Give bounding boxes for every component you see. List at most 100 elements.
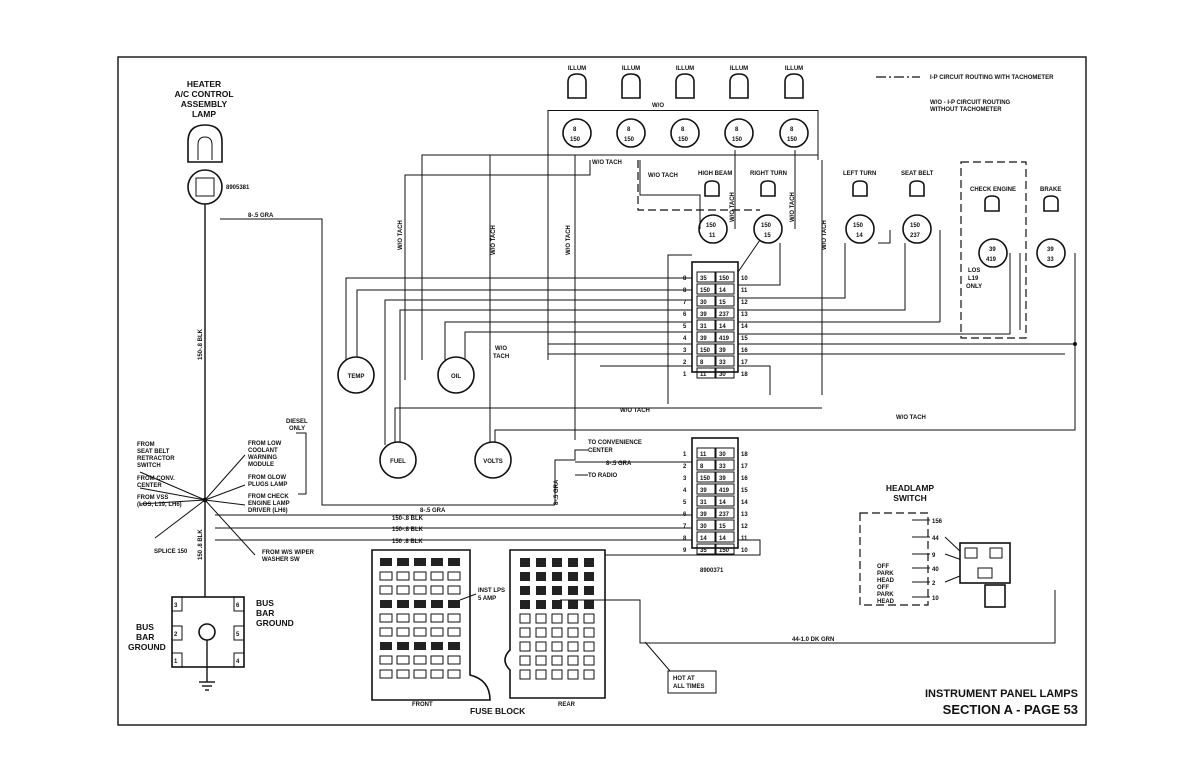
heater-title-2: A/C CONTROL <box>174 89 233 99</box>
rear-fuse <box>552 572 562 581</box>
right-turn-socket-icon <box>753 214 783 244</box>
ground-source-labels: FROM SEAT BELT RETRACTOR SWITCH FROM CON… <box>137 419 315 563</box>
wo-tach-mid-1: W/O <box>495 346 507 352</box>
fuel-label: FUEL <box>390 459 406 465</box>
rear-label: REAR <box>558 702 576 708</box>
low-connector-pin-right: 14 <box>741 500 748 506</box>
seat-belt-label: SEAT BELT <box>901 171 934 177</box>
bus-bar-right-2: BAR <box>256 608 274 618</box>
rear-fuse <box>520 572 530 581</box>
front-fuse <box>431 558 443 566</box>
low-connector-pin-right: 18 <box>741 452 748 458</box>
illum-socket-icon-3 <box>670 118 700 148</box>
svg-text:150: 150 <box>853 223 864 229</box>
rear-fuse <box>567 627 579 638</box>
svg-text:8: 8 <box>681 127 685 133</box>
low-connector-pin-left: 1 <box>683 452 687 458</box>
rear-fuse <box>567 641 579 652</box>
headlamp-switch-box <box>859 512 929 606</box>
front-fuse <box>397 642 409 650</box>
low-connector-cell-a: 35 <box>700 548 707 554</box>
top-connector-pin-right: 18 <box>741 372 748 378</box>
front-fuse <box>380 558 392 566</box>
svg-text:39: 39 <box>1047 247 1054 253</box>
top-connector-cell-b: 150 <box>719 276 730 282</box>
front-fuse <box>430 655 444 665</box>
illum-bulb-icon-1 <box>567 73 587 99</box>
top-connector-pin-left: 1 <box>683 372 687 378</box>
ground-wire-label: 150-.8 BLK <box>198 328 204 360</box>
top-connector-cell-a: 39 <box>700 312 707 318</box>
low-connector-cell-b: 14 <box>719 536 726 542</box>
right-turn-label: RIGHT TURN <box>750 171 787 177</box>
rear-fuse <box>583 669 595 680</box>
illum-socket-icon-5 <box>779 118 809 148</box>
illum-bulb-icon-2 <box>621 73 641 99</box>
headlamp-title-1: HEADLAMP <box>886 483 934 493</box>
front-fuse <box>430 613 444 623</box>
top-connector-pin-left: 3 <box>683 348 687 354</box>
front-fuse <box>379 571 393 581</box>
seat-belt-bulb-icon <box>909 180 925 197</box>
rear-fuse <box>583 641 595 652</box>
rear-fuse <box>535 655 547 666</box>
rear-fuse <box>568 600 578 609</box>
top-connector-cell-a: 11 <box>700 372 707 378</box>
wo-tach-label-v3: W/O TACH <box>822 220 828 250</box>
section-page: SECTION A - PAGE 53 <box>943 702 1078 717</box>
wo-tach-label-v1: W/O TACH <box>730 192 736 222</box>
top-connector-pin-right: 12 <box>741 300 748 306</box>
rear-fuse <box>552 558 562 567</box>
rear-fuse <box>519 613 531 624</box>
top-connector-pin-left: 7 <box>683 300 687 306</box>
from-seatbelt-3: RETRACTOR <box>137 456 175 462</box>
top-connector-pin-right: 13 <box>741 312 748 318</box>
headlamp-connector-icon <box>959 542 1011 584</box>
from-check-2: ENGINE LAMP <box>248 501 290 507</box>
fuse-block-label: FUSE BLOCK <box>470 706 526 716</box>
illum-socket-icon-2 <box>616 118 646 148</box>
front-fuse <box>447 627 461 637</box>
top-connector-pin-right: 16 <box>741 348 748 354</box>
brake-label: BRAKE <box>1040 187 1061 193</box>
hl-pos-3: HEAD <box>877 578 895 584</box>
rear-fuse <box>536 572 546 581</box>
heater-ac-control-lamp: HEATER A/C CONTROL ASSEMBLY LAMP 8905381 <box>174 79 250 205</box>
from-conv-1: FROM CONV. <box>137 476 175 482</box>
low-connector-pin-left: 4 <box>683 488 687 494</box>
cluster-wiring: W/O TACH W/O TACH W/O TACH W/O TACH W/O … <box>220 150 1077 506</box>
illum-label-2: ILLUM <box>622 66 640 72</box>
wo-tach-label-v2: W/O TACH <box>790 192 796 222</box>
from-vss-2: (LOS, L19, LH6) <box>137 502 182 508</box>
check-engine-label: CHECK ENGINE <box>970 187 1016 193</box>
svg-text:15: 15 <box>764 233 771 239</box>
front-fuse <box>430 571 444 581</box>
brake-bulb-icon <box>1043 195 1059 212</box>
front-fuse <box>414 642 426 650</box>
headlamp-title-2: SWITCH <box>893 493 927 503</box>
gra-wire-right: 8-.5 GRA <box>606 461 632 467</box>
low-connector-pin-right: 15 <box>741 488 748 494</box>
front-fuse <box>396 655 410 665</box>
check-engine-socket-icon <box>978 238 1008 268</box>
rear-fuse <box>551 613 563 624</box>
wo-tach-label-v4: W/O TACH <box>398 220 404 250</box>
front-fuse <box>379 627 393 637</box>
heater-bulb-icon <box>187 124 223 163</box>
svg-text:33: 33 <box>1047 257 1054 263</box>
check-engine-bulb-icon <box>984 195 1000 212</box>
rear-fuse <box>519 641 531 652</box>
svg-text:1: 1 <box>174 659 178 665</box>
wo-tach-label-v6: W/O TACH <box>566 225 572 255</box>
rear-fuse <box>568 586 578 595</box>
low-connector-cell-b: 150 <box>719 548 730 554</box>
svg-text:419: 419 <box>986 257 997 263</box>
svg-text:150: 150 <box>570 137 581 143</box>
front-fuse <box>414 558 426 566</box>
temp-gauge-icon <box>337 356 375 394</box>
rear-fuse <box>551 627 563 638</box>
illum-bulb-icon-5 <box>784 73 804 99</box>
front-fuse <box>380 600 392 608</box>
